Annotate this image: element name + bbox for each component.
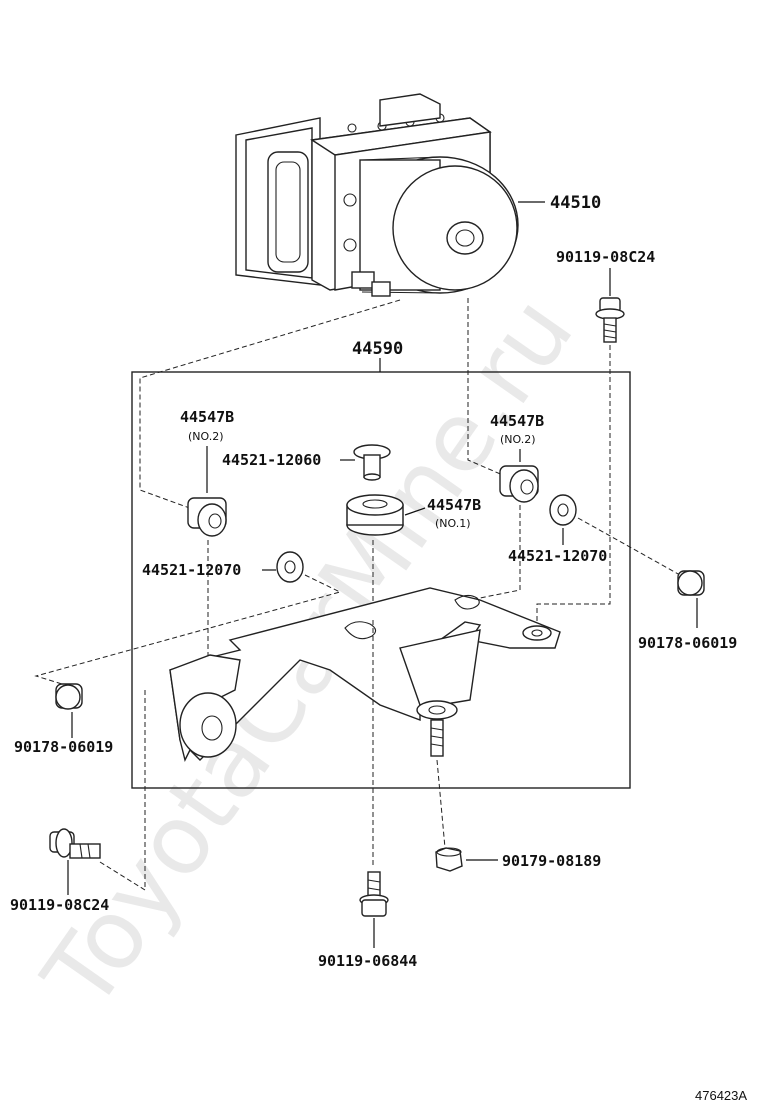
diagram-code: 476423A [695,1088,747,1103]
label-washer-left: 44521-12070 [142,561,241,579]
cushion-center[interactable] [346,494,404,536]
label-cushion-right: 44547B [490,412,544,430]
label-collar-top: 44521-12060 [222,451,321,469]
nut-right[interactable] [677,570,705,596]
label-cushion-left: 44547B [180,408,234,426]
washer-right[interactable] [549,494,577,526]
label-nut-right: 90178-06019 [638,634,737,652]
bolt-top-right[interactable] [595,297,625,343]
nut-left[interactable] [55,683,83,710]
abs-actuator[interactable] [235,93,519,297]
label-bolt-top-right: 90119-08C24 [556,248,655,266]
nut-bottom[interactable] [435,847,463,872]
bolt-bottom[interactable] [359,871,389,917]
label-actuator: 44510 [550,193,601,213]
cushion-left[interactable] [187,497,227,537]
label-cushion-center: 44547B [427,496,481,514]
label-bolt-bottom: 90119-06844 [318,952,417,970]
label-cushion-right-sub: (NO.2) [500,433,536,446]
label-bolt-left: 90119-08C24 [10,896,109,914]
bolt-left[interactable] [49,828,101,859]
washer-left[interactable] [276,551,304,583]
bracket[interactable] [169,587,561,763]
label-nut-bottom: 90179-08189 [502,852,601,870]
collar-top[interactable] [353,444,391,481]
label-cushion-center-sub: (NO.1) [435,517,471,530]
bracket-assembly-box [131,371,631,789]
label-nut-left: 90178-06019 [14,738,113,756]
label-washer-right: 44521-12070 [508,547,607,565]
cushion-right[interactable] [499,465,539,503]
label-cushion-left-sub: (NO.2) [188,430,224,443]
label-bracket-assy: 44590 [352,339,403,359]
